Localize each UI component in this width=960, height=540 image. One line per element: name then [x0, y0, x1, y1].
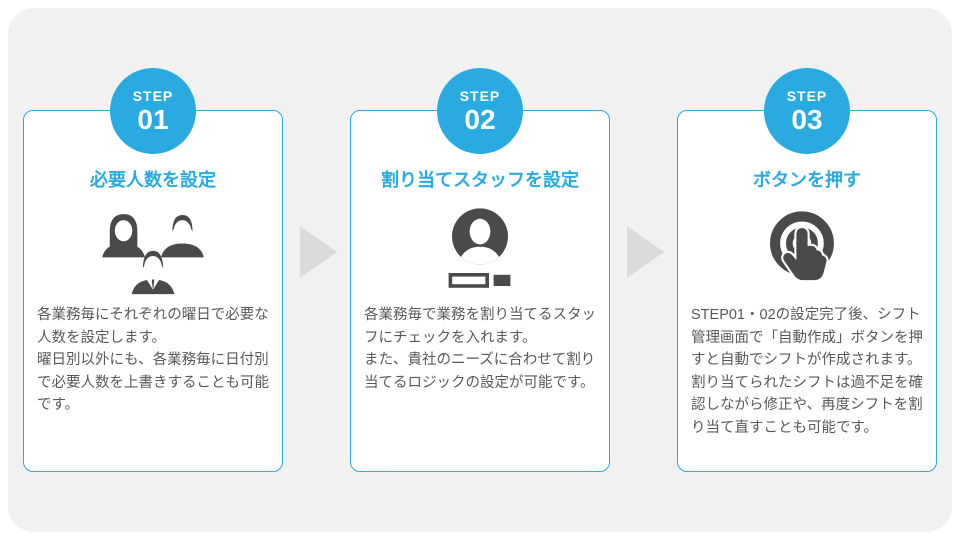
step-badge-label: STEP: [786, 88, 828, 104]
step-badge-number: 02: [464, 104, 496, 135]
tap-button-icon: [678, 204, 936, 296]
step-badge-number: 03: [791, 104, 823, 135]
step-description: 各業務毎にそれぞれの曜日で必要な人数を設定します。 曜日別以外にも、各業務毎に日…: [37, 307, 269, 413]
step-title: ボタンを押す: [753, 170, 861, 190]
step-description: 各業務毎で業務を割り当てるスタッフにチェックを入れます。 また、貴社のニーズに合…: [364, 307, 596, 391]
step-badge-number: 01: [137, 104, 169, 135]
step-card-3: STEP 03 ボタンを押す STEP01・02の設定完了後、シフト管理画面で「…: [677, 68, 937, 472]
step-title: 必要人数を設定: [90, 170, 216, 190]
step-badge: STEP 02: [437, 68, 523, 154]
step-title: 割り当てスタッフを設定: [381, 170, 579, 190]
people-group-icon: [24, 204, 282, 296]
step-badge-label: STEP: [459, 88, 501, 104]
staff-check-icon: [351, 204, 609, 296]
next-step-arrow: [300, 226, 337, 278]
step-description: STEP01・02の設定完了後、シフト管理画面で「自動作成」ボタンを押すと自動で…: [691, 307, 923, 436]
step-badge: STEP 03: [764, 68, 850, 154]
next-step-arrow: [627, 226, 664, 278]
step-badge-label: STEP: [132, 88, 174, 104]
step-badge: STEP 01: [110, 68, 196, 154]
step-card-2: STEP 02 割り当てスタッフを設定 各業務毎で業務を割り当てるスタッフにチェ…: [350, 68, 610, 472]
step-card-1: STEP 01 必要人数を設定 各業務毎にそれぞれの曜日で必要: [23, 68, 283, 472]
